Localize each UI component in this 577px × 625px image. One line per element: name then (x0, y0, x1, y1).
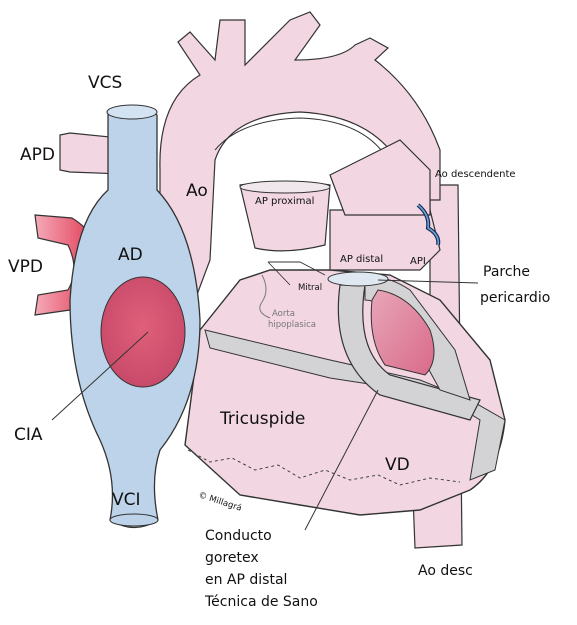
copyright-label: © Millagrá (197, 490, 243, 513)
ap-distal-label: AP distal (340, 254, 383, 265)
arch-inner-curve (214, 117, 386, 156)
mitral-label: Mitral (298, 283, 322, 293)
goretex-conduit (337, 284, 481, 421)
mitral-lines (267, 261, 326, 286)
parche-leader (377, 279, 479, 284)
tricuspid-dashes (187, 449, 461, 486)
ad-label: AD (118, 245, 143, 265)
ductus-marker-inner (417, 204, 440, 246)
ap-proximal-opening (239, 180, 331, 194)
ao-desc-label: Ao desc (418, 563, 473, 579)
apd-label: APD (20, 145, 55, 165)
ivc-opening (109, 513, 159, 527)
cia-label: CIA (14, 425, 43, 445)
vd-label: VD (385, 455, 410, 475)
conducto-label-1: Conducto (205, 528, 272, 544)
parche-label-1: Parche (483, 264, 530, 280)
api-label: API (410, 256, 426, 267)
ao-descendente-label: Ao descendente (435, 169, 516, 180)
vci-label: VCI (112, 490, 141, 510)
tricuspide-label: Tricuspide (219, 409, 305, 429)
ap-proximal-label: AP proximal (255, 196, 314, 207)
ao-label: Ao (186, 181, 208, 201)
aorta-hipoplasica-label-1: Aorta (272, 309, 295, 319)
pericardial-patch (327, 271, 389, 287)
aorta-hipoplasica-label-2: hipoplasica (268, 320, 316, 330)
svc-opening (106, 104, 158, 120)
vcs-label: VCS (88, 73, 122, 93)
septum-band (204, 329, 506, 481)
aortic-arch (159, 11, 441, 301)
conducto-leader (304, 389, 379, 531)
vpd-label: VPD (8, 257, 43, 277)
hypoplastic-aorta (259, 274, 271, 319)
cia-defect (100, 276, 186, 388)
parche-label-2: pericardio (480, 290, 550, 306)
descending-aorta-top (329, 139, 431, 216)
vd-red-region (370, 289, 435, 376)
conducto-label-4: Técnica de Sano (204, 594, 318, 610)
cia-leader (51, 331, 149, 421)
conducto-label-2: goretex (205, 550, 259, 566)
conducto-label-3: en AP distal (205, 572, 287, 588)
